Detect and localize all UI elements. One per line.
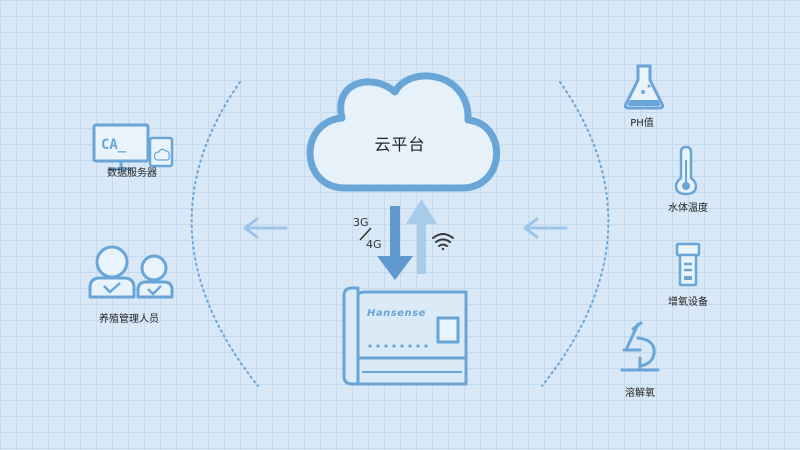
gateway-brand-label: Hansense	[367, 308, 426, 319]
right-dotted-arc	[541, 81, 610, 387]
monitor-icon: CA_	[92, 123, 150, 171]
left-dotted-arc	[190, 81, 259, 387]
dissolved-oxygen-label: 溶解氧	[625, 388, 655, 399]
aerator-label: 增氧设备	[668, 297, 708, 308]
farm-managers-label: 养殖管理人员	[99, 314, 159, 325]
right-flow-arrow	[523, 217, 568, 239]
network-3g-label: 3G	[353, 216, 369, 229]
water-temp-label: 水体温度	[668, 203, 708, 214]
download-arrow	[377, 206, 413, 280]
data-server-label: 数据服务器	[107, 168, 157, 179]
cloud-platform-label: 云平台	[374, 135, 426, 154]
tablet-icon	[148, 136, 174, 168]
monitor-screen-text: CA_	[101, 137, 127, 153]
wifi-icon	[432, 233, 454, 251]
cloud-icon	[306, 72, 501, 192]
gateway-device-icon	[342, 286, 468, 386]
upload-arrow	[406, 199, 437, 274]
thermometer-icon	[674, 145, 698, 196]
manager-person-icon	[88, 245, 136, 299]
network-slash	[359, 227, 372, 241]
gateway-leds	[368, 344, 428, 348]
manager-person-icon-2	[136, 254, 174, 299]
network-4g-label: 4G	[366, 238, 382, 251]
ph-label: PH值	[630, 118, 654, 129]
aerator-icon	[675, 242, 701, 287]
left-flow-arrow	[243, 217, 288, 239]
flask-icon	[623, 64, 665, 110]
microscope-icon	[620, 321, 660, 372]
